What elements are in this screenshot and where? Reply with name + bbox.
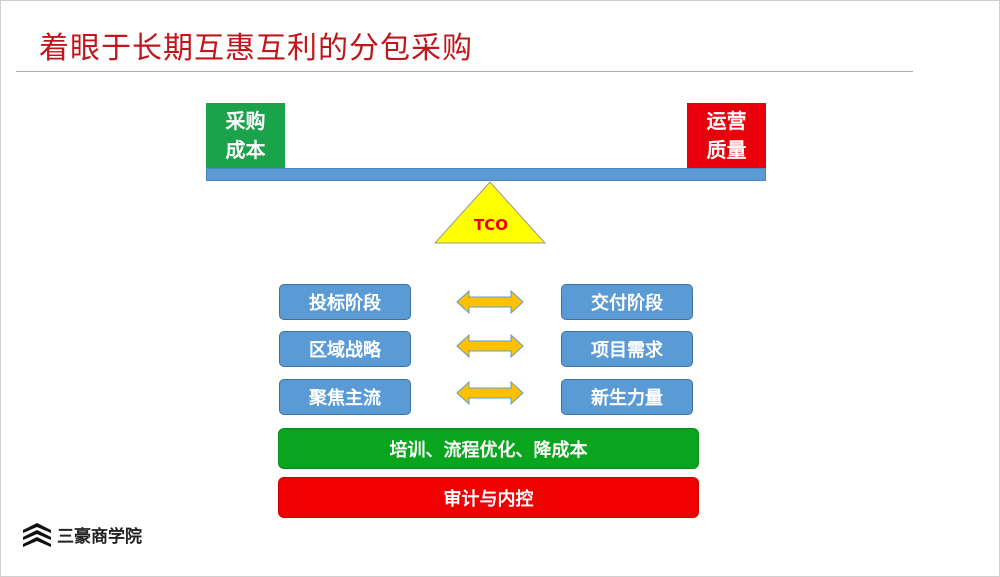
fulcrum-triangle [434,181,546,244]
purchase-cost-line2: 成本 [225,137,266,162]
training-bar: 培训、流程优化、降成本 [278,428,699,469]
right-box-delivery: 交付阶段 [561,284,693,320]
logo: 三豪商学院 [21,521,142,547]
double-arrow-icon [456,289,524,315]
title-divider [16,71,913,72]
purchase-cost-line1: 采购 [225,108,266,133]
tco-label: TCO [474,216,508,234]
right-box-project-demand: 项目需求 [561,331,693,367]
left-box-regional-strategy: 区域战略 [279,331,411,367]
left-box-bidding: 投标阶段 [279,284,411,320]
operation-quality-line1: 运营 [706,108,747,133]
audit-bar: 审计与内控 [278,477,699,518]
operation-quality-line2: 质量 [706,137,747,162]
slide-title: 着眼于长期互惠互利的分包采购 [39,31,473,66]
purchase-cost-box: 采购 成本 [206,103,285,168]
balance-beam [206,168,766,181]
operation-quality-box: 运营 质量 [687,103,766,168]
double-arrow-icon [456,333,524,359]
logo-name: 三豪商学院 [57,526,142,547]
logo-chevrons-icon [23,523,51,547]
double-arrow-icon [456,380,524,406]
left-box-focus-mainstream: 聚焦主流 [279,379,411,415]
right-box-new-force: 新生力量 [561,379,693,415]
